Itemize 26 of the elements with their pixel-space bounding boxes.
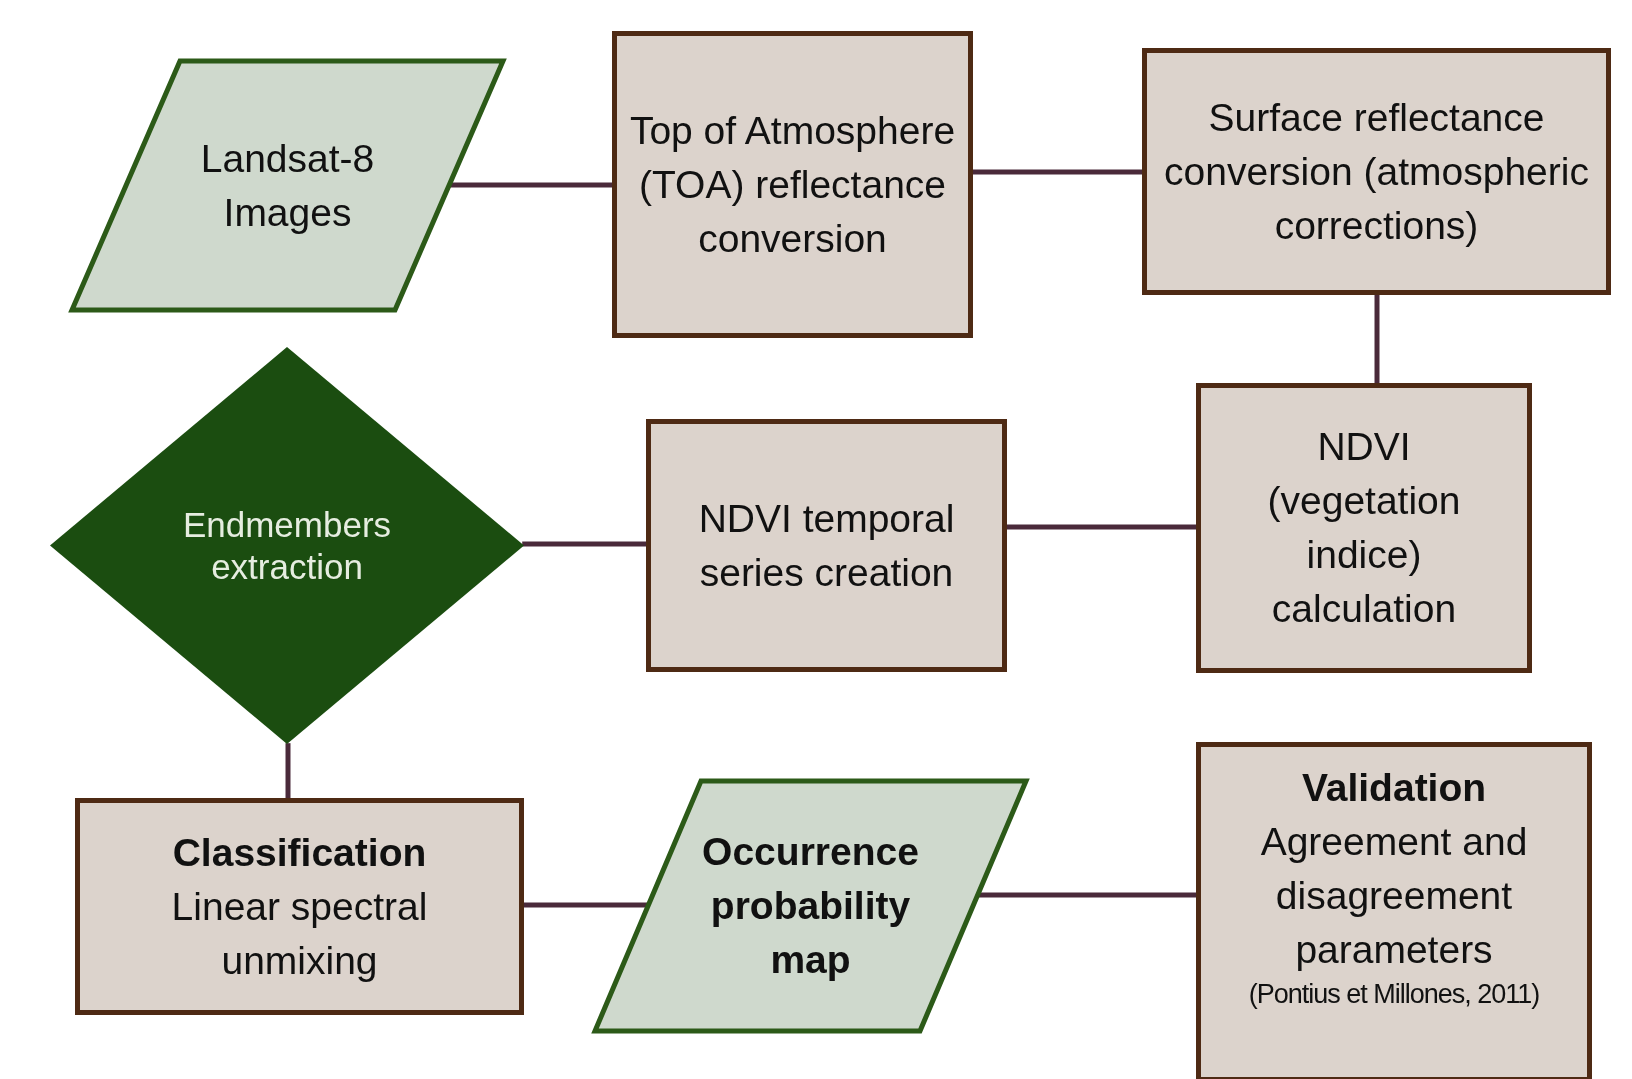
connector-line — [285, 743, 291, 798]
process-box — [1196, 742, 1592, 1079]
box-label: Linear spectral unmixing — [170, 883, 429, 984]
box-label: NDVI (vegetation indice) calculation — [1266, 424, 1462, 632]
connector-line — [524, 902, 648, 908]
box-label: Occurrence probability map — [701, 829, 920, 983]
connector-line — [978, 892, 1196, 898]
box-heading: Validation — [1301, 765, 1487, 811]
box-label: NDVI temporal series creation — [697, 495, 956, 596]
box-label: Top of Atmosphere (TOA) reflectance conversion — [629, 107, 956, 262]
box-label: (Pontius et Millones, 2011) — [1248, 978, 1540, 1011]
box-heading: Classification — [172, 829, 427, 876]
process-box — [1196, 383, 1532, 673]
connector-line — [522, 541, 646, 547]
connector-line — [450, 182, 612, 188]
connector-line — [973, 169, 1142, 175]
connector-line — [1374, 295, 1380, 383]
process-box — [612, 31, 973, 338]
process-box — [75, 798, 524, 1015]
box-label: Landsat-8 Images — [199, 135, 376, 236]
box-label: Surface reflectance conversion (atmospheric corrections) — [1163, 94, 1590, 249]
process-box — [646, 419, 1007, 672]
connector-line — [1007, 524, 1196, 530]
box-label: Agreement and disagreement parameters — [1259, 819, 1529, 973]
box-label: Endmembers extraction — [181, 503, 393, 588]
process-box — [1142, 48, 1611, 295]
